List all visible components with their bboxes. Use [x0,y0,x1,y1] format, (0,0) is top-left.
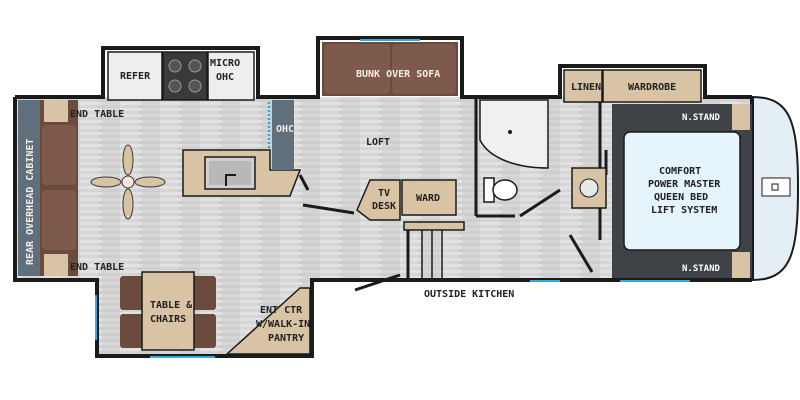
rear-overhead-cabinet-label: REAR OVERHEAD CABINET [25,139,36,265]
desk-label: DESK [372,201,396,212]
shower-drain-icon [508,130,512,134]
end-table-top-label: END TABLE [70,109,124,120]
wardrobe-label: WARDROBE [628,82,676,93]
nightstand-top [732,104,750,130]
loft-label: LOFT [366,137,390,148]
linen-label: LINEN [571,82,601,93]
end-table-top [44,100,68,122]
micro-ohc-cabinet [207,51,255,101]
ent-ctr-pantry [225,287,311,355]
bed-label-line1: COMFORT [659,166,701,177]
stove [162,51,208,101]
ent-ctr-line3: PANTRY [268,333,304,344]
table-chairs-line1: TABLE & [150,300,193,311]
sink-basin [209,161,251,185]
linen-cabinet [563,69,603,103]
end-table-bottom [44,254,68,276]
shower [479,99,549,169]
nightstand-bottom [732,252,750,278]
wardrobe-cabinet [602,69,702,103]
bed-label-line4: LIFT SYSTEM [651,205,717,216]
side-ohc-label: OHC [276,124,294,135]
window-accents [95,280,690,358]
ent-ctr-line2: W/WALK-IN [256,319,310,330]
nstand-bottom-label: N.STAND [682,264,721,274]
micro-label: MICRO [210,58,240,69]
rear-sofa [18,100,78,276]
lav-sink-icon [579,178,599,198]
nstand-top-label: N.STAND [682,113,721,123]
bunk-sofa [322,39,458,96]
bunk-over-sofa-label: BUNK OVER SOFA [356,69,440,80]
outside-kitchen-label: OUTSIDE KITCHEN [424,289,514,300]
micro-ohc-label: OHC [216,72,234,83]
hitch-pin-icon [771,183,779,191]
bed-label-line3: QUEEN BED [654,192,708,203]
ceiling-fan-icon [90,144,166,220]
tv-label: TV [378,188,390,199]
table-chairs-line2: CHAIRS [150,314,186,325]
entry-steps [403,221,465,280]
bed-label-line2: POWER MASTER [648,179,721,190]
end-table-bottom-label: END TABLE [70,262,124,273]
refrigerator [107,51,163,101]
ent-ctr-line1: ENT CTR [260,305,303,316]
toilet-icon [483,177,518,203]
wardrobe-small [401,179,457,216]
side-ohc-cabinet [272,100,294,170]
refer-label: REFER [120,71,151,82]
hitch-box [761,177,791,197]
queen-bed [623,131,741,251]
faucet-icon [225,174,236,186]
ward-label: WARD [416,193,440,204]
tv-desk [356,179,401,221]
dining-set [120,271,216,351]
